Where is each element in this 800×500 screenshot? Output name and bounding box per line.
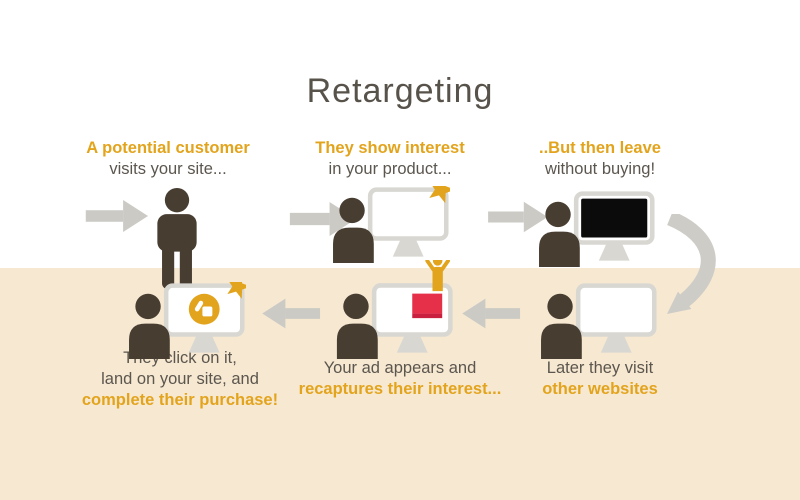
step-3-caption-line-1: ..But then leave xyxy=(539,139,661,157)
person-at-computer-icon xyxy=(540,282,658,359)
step-5-caption-line-1: Your ad appears and xyxy=(323,359,477,377)
person-at-computer-thumbs-up-icon xyxy=(128,282,246,359)
step-6-caption-line-3: complete their purchase! xyxy=(81,391,279,409)
step-2-caption: They show interest in your product... xyxy=(265,138,515,180)
step-2-caption-line-2: in your product... xyxy=(328,160,452,178)
step-3-caption-line-2: without buying! xyxy=(544,160,656,178)
ad-banner xyxy=(412,293,443,314)
step-1-caption-line-2: visits your site... xyxy=(109,160,227,178)
step-6-caption-line-2: land on your site, and xyxy=(101,370,259,388)
step-4-caption: Later they visit other websites xyxy=(475,358,725,400)
step-2-caption-line-1: They show interest xyxy=(315,139,465,157)
step-3-caption: ..But then leave without buying! xyxy=(475,138,725,180)
thumbs-up-icon xyxy=(188,293,220,325)
arrow-left-icon xyxy=(462,297,522,330)
step-5-caption-line-2: recaptures their interest... xyxy=(298,380,502,398)
standing-person-icon xyxy=(146,188,208,289)
step-4-caption-line-2: other websites xyxy=(542,380,658,398)
page-title: Retargeting xyxy=(306,72,494,110)
arrow-left-icon xyxy=(262,297,322,330)
step-1-caption-line-1: A potential customer xyxy=(86,139,250,157)
person-at-computer-star-icon xyxy=(332,186,450,263)
step-1-caption: A potential customer visits your site... xyxy=(43,138,293,180)
step-5-caption: Your ad appears and recaptures their int… xyxy=(275,358,525,400)
person-at-computer-ad-icon xyxy=(336,260,454,359)
step-4-caption-line-1: Later they visit xyxy=(546,359,654,377)
curved-down-arrow-icon xyxy=(630,214,738,322)
person-at-computer-black-screen-icon xyxy=(538,190,656,267)
arrow-right-icon xyxy=(84,198,148,234)
